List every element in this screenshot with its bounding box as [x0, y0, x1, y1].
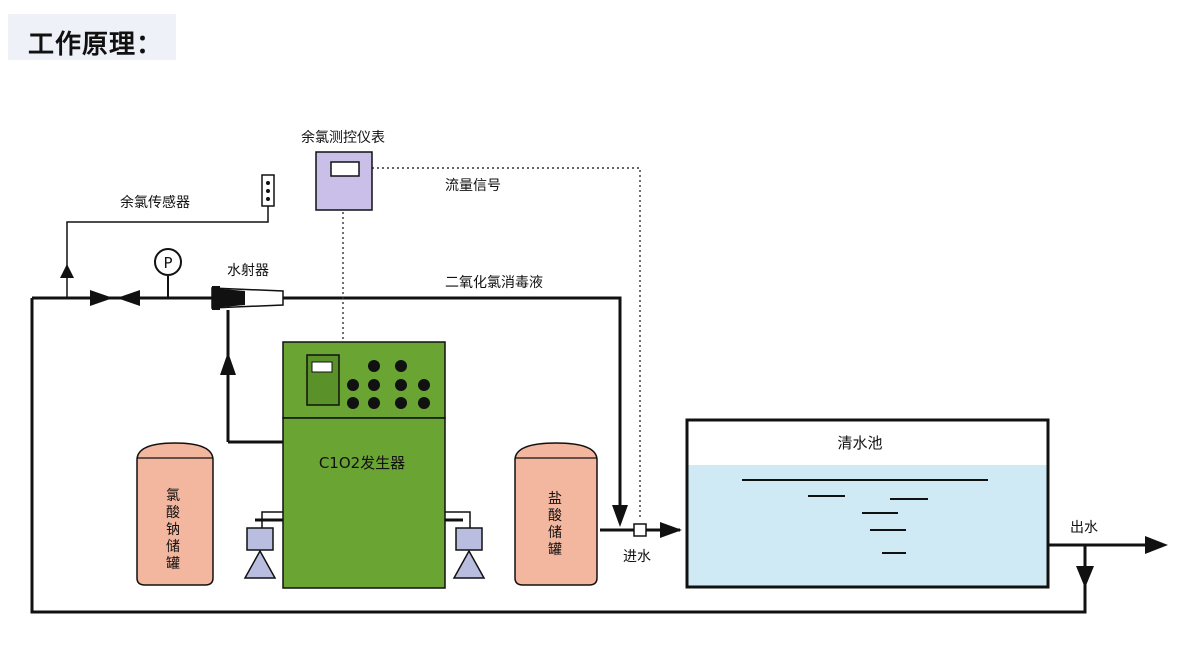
tank-char: 酸 [548, 508, 562, 524]
water-outlet-label: 出水 [1070, 520, 1098, 536]
pressure-gauge-label: P [163, 254, 172, 272]
main-pipeline [30, 296, 1155, 614]
tank-char: 盐 [548, 491, 562, 507]
dosing-pump-left [243, 511, 283, 579]
tank-char: 储 [166, 539, 180, 555]
inlet-injection-point [633, 523, 647, 537]
generator-indicator-lights [347, 360, 430, 409]
tank-char: 储 [548, 525, 562, 541]
tank-char: 钠 [166, 522, 180, 538]
hydrochloric-acid-tank: 盐 酸 储 罐 [514, 442, 598, 586]
clear-water-tank: 清水池 [685, 418, 1050, 589]
tank-char: 氯 [166, 488, 180, 504]
sensor-line [66, 205, 269, 298]
chlorine-dioxide-solution-label: 二氧化氯消毒液 [445, 275, 543, 291]
residual-chlorine-meter [315, 151, 373, 211]
title-background [8, 14, 176, 60]
water-ejector-label: 水射器 [227, 263, 269, 279]
water-surface-lines [742, 479, 988, 554]
pressure-gauge: P [154, 248, 182, 298]
clear-water-tank-label: 清水池 [837, 434, 882, 452]
residual-chlorine-sensor [261, 174, 275, 207]
dosing-pump-right [445, 511, 486, 579]
page-title: 工作原理： [28, 30, 164, 60]
water-inlet-label: 进水 [623, 549, 651, 565]
signal-lines [342, 167, 641, 520]
tank-char: 罐 [548, 542, 562, 558]
residual-chlorine-meter-label: 余氯测控仪表 [301, 129, 385, 146]
generator-label: C1O2发生器 [319, 454, 405, 472]
tank-char: 罐 [166, 556, 180, 572]
water-ejector [211, 286, 284, 310]
tank-char: 酸 [166, 505, 180, 521]
residual-chlorine-sensor-label: 余氯传感器 [120, 194, 190, 211]
flow-signal-label: 流量信号 [445, 178, 501, 194]
clo2-generator: C1O2发生器 [282, 341, 446, 589]
sodium-chlorate-tank: 氯 酸 钠 储 罐 [136, 442, 214, 586]
